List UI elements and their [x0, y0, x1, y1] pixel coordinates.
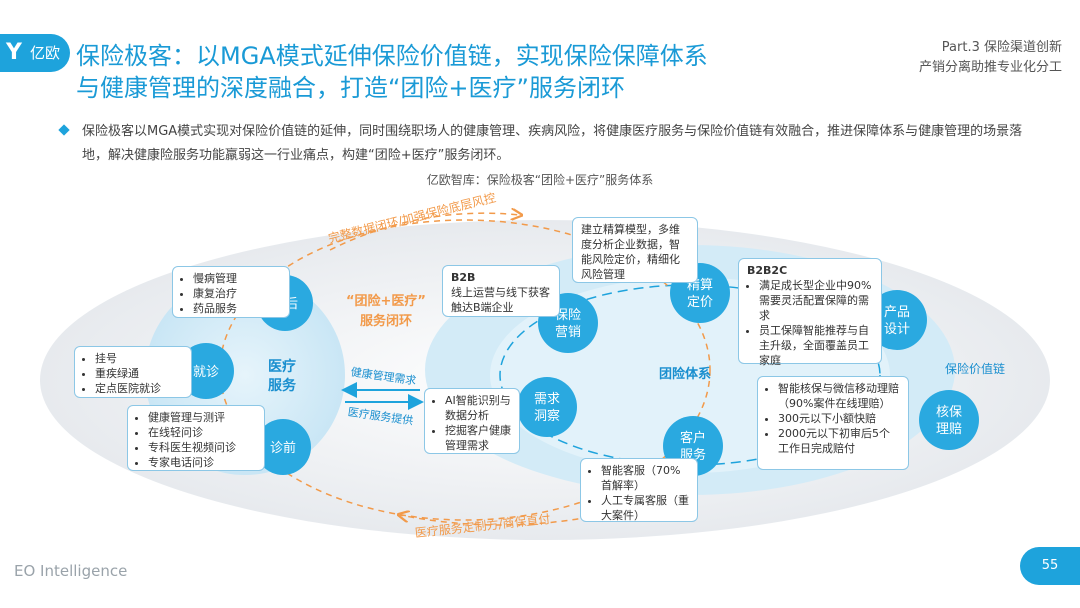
logo-mark: Y	[6, 40, 22, 65]
section-label: Part.3 保险渠道创新 产销分离助推专业化分工	[919, 38, 1062, 78]
b2b-text: 线上运营与线下获客触达B端企业	[451, 286, 550, 314]
hebao-label-2: 理赔	[936, 422, 962, 437]
title-line-1: 保险极客：以MGA模式延伸保险价值链，实现保险保障体系	[76, 42, 708, 70]
box-item: 员工保障智能推荐与自主升级，全面覆盖员工家庭	[759, 323, 873, 368]
box-item: 重疾绿通	[95, 366, 183, 381]
b2b2c-head: B2B2C	[747, 264, 788, 277]
box-item: 药品服务	[193, 301, 281, 316]
box-hebao: 智能核保与微信移动理赔（90%案件在线理赔） 300元以下小额快赔 2000元以…	[757, 376, 909, 470]
node-xuqiu	[517, 377, 577, 437]
page-title: 保险极客：以MGA模式延伸保险价值链，实现保险保障体系 与健康管理的深度融合，打…	[76, 40, 836, 104]
box-item: 专科医生视频问诊	[148, 440, 256, 455]
kehu-label-1: 客户	[680, 430, 706, 446]
box-item: 挖掘客户健康管理需求	[445, 423, 511, 453]
section-part: Part.3 保险渠道创新	[941, 40, 1062, 55]
jingsuan-text: 建立精算模型，多维度分析企业数据，智能风险定价，精细化风险管理	[581, 223, 680, 281]
footer-brand: EO Intelligence	[14, 562, 128, 580]
box-zhenqian: 健康管理与测评 在线轻问诊 专科医生视频问诊 专家电话问诊	[127, 405, 265, 471]
box-item: 定点医院就诊	[95, 381, 183, 396]
value-chain-label: 保险价值链	[945, 361, 1005, 376]
b2b-head: B2B	[451, 271, 476, 284]
node-hebao	[919, 390, 979, 450]
box-jingsuan: 建立精算模型，多维度分析企业数据，智能风险定价，精细化风险管理	[572, 217, 698, 283]
yiou-logo: Y 亿欧	[0, 34, 70, 72]
baoxian-label-2: 营销	[555, 325, 581, 340]
title-line-2: 与健康管理的深度融合，打造“团险+医疗”服务闭环	[76, 74, 625, 102]
box-item: 智能客服（70%首解率）	[601, 463, 689, 493]
box-b2b: B2B 线上运营与线下获客触达B端企业	[442, 265, 560, 317]
box-item: 康复治疗	[193, 286, 281, 301]
xuqiu-label-1: 需求	[534, 392, 560, 407]
node-zhenqian	[255, 419, 311, 475]
box-item: 在线轻问诊	[148, 425, 256, 440]
zhenqian-label: 诊前	[270, 440, 296, 456]
box-item: 2000元以下初审后5个工作日完成赔付	[778, 426, 900, 456]
node-jiuzhen	[178, 343, 234, 399]
medical-service-label-1: 医疗	[268, 358, 296, 375]
diagram-caption: 亿欧智库：保险极客“团险+医疗”服务体系	[426, 173, 654, 187]
hebao-label-1: 核保	[936, 405, 962, 420]
box-item: 健康管理与测评	[148, 410, 256, 425]
top-arc-arrow	[329, 213, 520, 251]
summary-bullet: 保险极客以MGA模式实现对保险价值链的延伸，同时围绕职场人的健康管理、疾病风险，…	[58, 120, 1035, 168]
jiuzhen-label: 就诊	[193, 365, 219, 380]
box-item: 300元以下小额快赔	[778, 411, 900, 426]
xuqiu-label-2: 洞察	[534, 409, 560, 424]
box-b2b2c: B2B2C 满足成长型企业中90%需要灵活配置保障的需求 员工保障智能推荐与自主…	[738, 258, 882, 367]
box-item: 人工专属客服（重大案件）	[601, 493, 689, 523]
logo-text: 亿欧	[30, 44, 61, 62]
box-zhenhou: 慢病管理 康复治疗 药品服务	[172, 266, 290, 318]
bottom-arc-arrow	[400, 515, 601, 526]
box-xuqiu: AI智能识别与数据分析 挖掘客户健康管理需求	[424, 388, 520, 454]
box-item: 挂号	[95, 351, 183, 366]
chanpin-label-2: 设计	[884, 322, 910, 337]
baoxian-label-1: 保险	[555, 308, 581, 323]
page-number: 55	[1020, 547, 1080, 585]
box-item: 慢病管理	[193, 271, 281, 286]
closed-loop-label-2: 服务闭环	[360, 313, 412, 329]
summary-text: 保险极客以MGA模式实现对保险价值链的延伸，同时围绕职场人的健康管理、疾病风险，…	[82, 124, 1023, 163]
medical-service-label-2: 服务	[268, 377, 297, 394]
node-chanpin	[867, 290, 927, 350]
box-jiuzhen: 挂号 重疾绿通 定点医院就诊	[74, 346, 192, 398]
box-item: 满足成长型企业中90%需要灵活配置保障的需求	[759, 278, 873, 323]
box-item: 智能核保与微信移动理赔（90%案件在线理赔）	[778, 381, 900, 411]
section-subtitle: 产销分离助推专业化分工	[918, 60, 1062, 75]
chanpin-label-1: 产品	[884, 305, 910, 320]
closed-loop-label-1: “团险+医疗”	[346, 293, 426, 309]
box-item: AI智能识别与数据分析	[445, 393, 511, 423]
box-item: 专家电话问诊	[148, 455, 256, 470]
box-kehu: 智能客服（70%首解率） 人工专属客服（重大案件）	[580, 458, 698, 522]
group-insurance-label: 团险体系	[659, 366, 711, 382]
jingsuan-label-2: 定价	[687, 295, 713, 310]
